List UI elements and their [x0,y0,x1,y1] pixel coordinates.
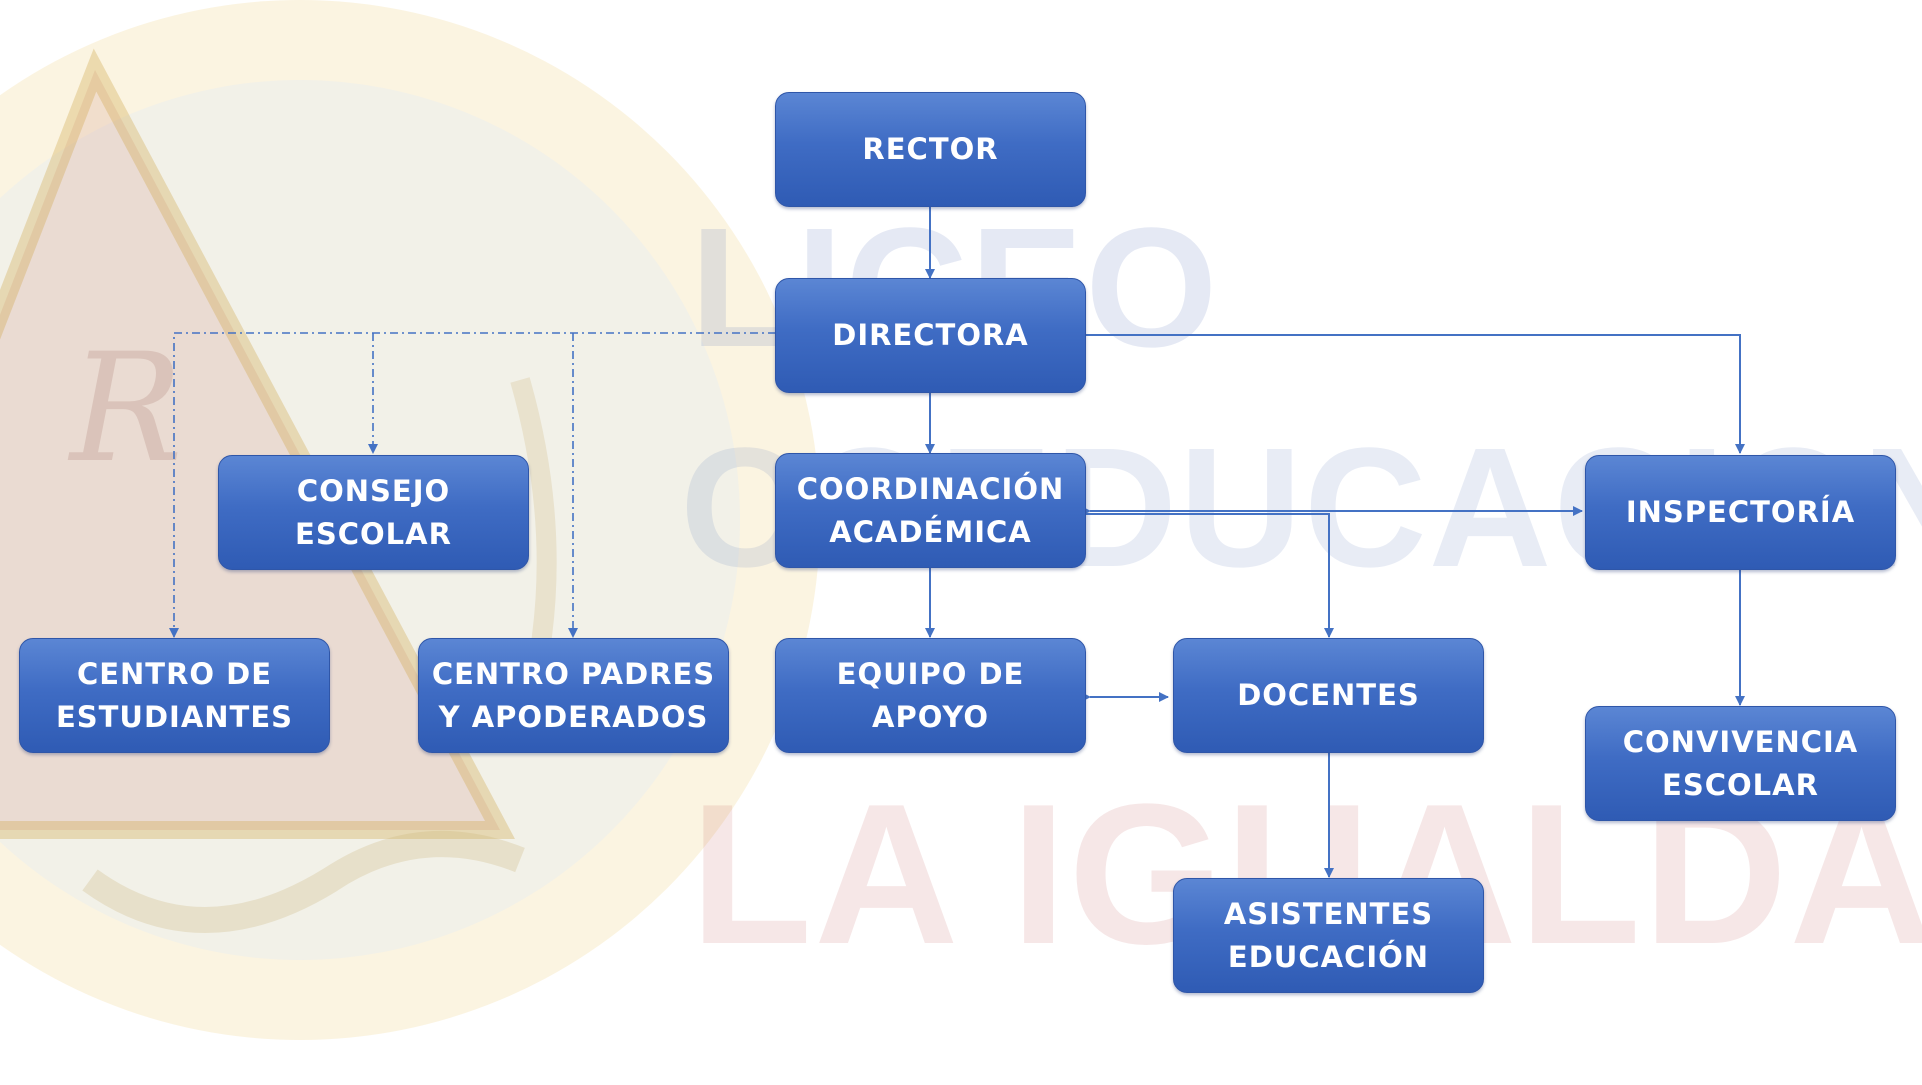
centro-estudiantes-box: CENTRO DE ESTUDIANTES [19,638,330,753]
centro-padres-label-line1: CENTRO PADRES [431,656,716,691]
consejo-escolar-box: CONSEJO ESCOLAR [218,455,529,570]
connector-directora-centro-estudiantes [169,332,776,638]
convivencia-escolar-box: CONVIVENCIA ESCOLAR [1585,706,1896,821]
docentes-label: DOCENTES [1237,678,1420,712]
equipo-apoyo-label-line1: EQUIPO DE [836,656,1025,691]
inspectoria-box: INSPECTORÍA [1585,455,1896,570]
centro-padres-label-line2: Y APODERADOS [438,699,709,734]
inspectoria-label: INSPECTORÍA [1625,495,1856,529]
centro-estudiantes-label-line2: ESTUDIANTES [55,699,294,734]
svg-text:R: R [67,322,183,496]
centro-padres-box: CENTRO PADRES Y APODERADOS [418,638,729,753]
asistentes-educacion-box: ASISTENTES EDUCACIÓN [1173,878,1484,993]
equipo-apoyo-box: EQUIPO DE APOYO [775,638,1086,753]
docentes-box: DOCENTES [1173,638,1484,753]
connector-coordinacion-docentes [1084,513,1334,638]
coordinacion-academica-label-line2: ACADÉMICA [829,514,1032,549]
asistentes-educacion-label-line1: ASISTENTES [1223,896,1434,931]
rector-label: RECTOR [862,132,999,166]
convivencia-escolar-label-line1: CONVIVENCIA [1622,724,1859,759]
consejo-escolar-label-line2: ESCOLAR [295,516,452,551]
consejo-escolar-label-line1: CONSEJO [296,473,451,508]
connector-directora-inspectoria [1084,334,1745,454]
coordinacion-academica-label-line1: COORDINACIÓN [796,471,1065,506]
directora-label: DIRECTORA [832,318,1029,352]
centro-estudiantes-label-line1: CENTRO DE [76,656,273,691]
coordinacion-academica-box: COORDINACIÓN ACADÉMICA [775,453,1086,568]
convivencia-escolar-label-line2: ESCOLAR [1662,767,1819,802]
asistentes-educacion-label-line2: EDUCACIÓN [1227,939,1430,974]
equipo-apoyo-label-line2: APOYO [872,699,989,734]
directora-box: DIRECTORA [775,278,1086,393]
rector-box: RECTOR [775,92,1086,207]
